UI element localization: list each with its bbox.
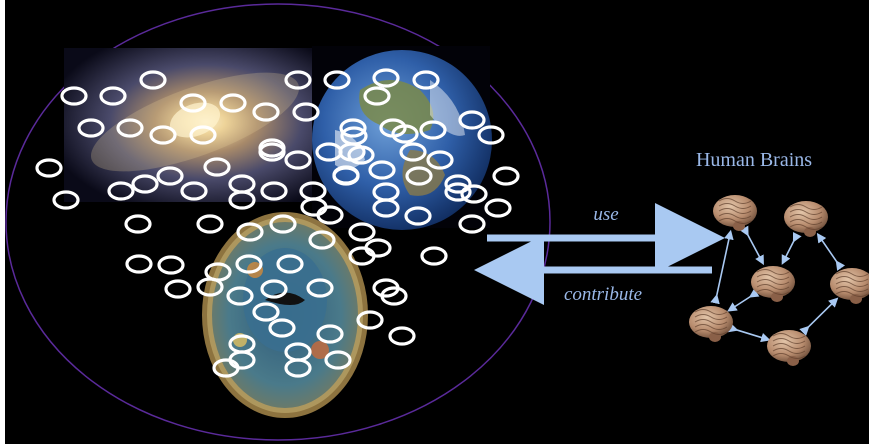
knowledge-ring <box>390 328 414 344</box>
brain-link <box>746 232 761 261</box>
brain-link <box>731 295 753 309</box>
brain-icon <box>830 268 869 304</box>
knowledge-ring <box>37 160 61 176</box>
knowledge-ring <box>422 248 446 264</box>
contribute-label: contribute <box>564 284 642 305</box>
human-brains-title: Human Brains <box>696 149 812 171</box>
brain-link <box>716 234 730 298</box>
brain-link <box>784 238 795 260</box>
ocean-life-image <box>207 217 363 413</box>
knowledge-ring <box>126 216 150 232</box>
knowledge-ring <box>350 248 374 264</box>
knowledge-ring <box>166 281 190 297</box>
brain-link <box>734 329 766 339</box>
brain-icon <box>784 201 828 237</box>
use-label: use <box>593 204 618 225</box>
brain-link <box>820 237 839 264</box>
knowledge-ring <box>159 257 183 273</box>
brain-icon <box>713 195 757 231</box>
brain-icon <box>767 330 811 366</box>
knowledge-ring <box>366 240 390 256</box>
brain-icon <box>689 306 733 342</box>
brain-network <box>689 195 869 366</box>
knowledge-ring <box>494 168 518 184</box>
knowledge-ring <box>198 216 222 232</box>
brain-link <box>806 301 835 329</box>
knowledge-ring <box>127 256 151 272</box>
brain-icon <box>751 266 795 302</box>
